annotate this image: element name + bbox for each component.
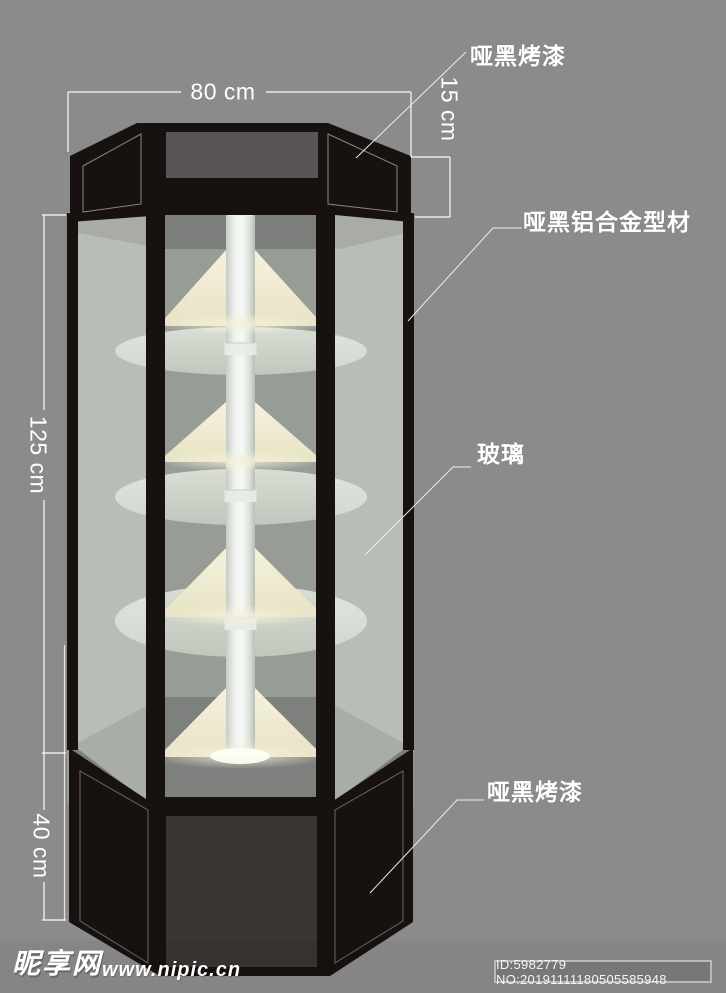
light-beam [255, 250, 324, 326]
light-beam [255, 548, 324, 617]
light-glow [158, 450, 322, 472]
cap-right-inset-line [327, 133, 398, 213]
light-beam [255, 688, 324, 757]
image-id-badge: ID:5982779 NO:20191111180505585948 [494, 957, 712, 987]
dim-line-base-height [42, 753, 66, 921]
light-glow [158, 605, 322, 627]
label-top-finish: 哑黑烤漆 [470, 43, 566, 69]
dimension-width: 80 cm [190, 78, 256, 105]
image-id-text: ID:5982779 NO:20191111180505585948 [496, 956, 667, 987]
dim-line-width [67, 91, 411, 152]
showcase-top-cap [70, 123, 411, 222]
pole-shaft [226, 212, 255, 758]
frame-post-front-right [316, 212, 335, 803]
leader-top-finish [355, 51, 467, 159]
frame-post-front-left [146, 212, 165, 803]
leader-frame-profile [407, 227, 522, 322]
label-frame-profile: 哑黑铝合金型材 [523, 209, 691, 235]
base-front-panel [166, 816, 317, 967]
dimension-glass-height: 125 cm [25, 415, 52, 495]
base-left-inset-line [79, 770, 149, 964]
dimension-lines [42, 91, 451, 921]
frame-post-outer-left [67, 213, 78, 750]
showcase-base [69, 748, 413, 976]
light-beam [255, 402, 324, 462]
dim-line-cap-height [410, 92, 451, 218]
light-beam [158, 402, 226, 462]
light-beam [158, 548, 226, 617]
leader-glass [364, 466, 471, 556]
cap-left-inset-line [82, 133, 142, 213]
floor-light-spot [210, 748, 270, 764]
light-beam [158, 688, 226, 757]
glass-panel-left [78, 214, 146, 801]
leader-bottom-finish [369, 799, 484, 894]
watermark-url: www.nipic.cn [102, 959, 242, 981]
glass-panel-right [335, 214, 404, 801]
cap-front-panel [166, 132, 318, 178]
base-right-inset-line [334, 770, 404, 964]
frame-post-outer-right [403, 213, 414, 750]
pole-joint-2 [224, 490, 257, 502]
watermark-logo: 昵享网 [12, 948, 103, 979]
center-pole [224, 209, 257, 758]
dimension-base-height: 40 cm [28, 813, 55, 879]
showcase-interior [67, 209, 414, 803]
spotlight-beams [148, 250, 332, 769]
label-bottom-finish: 哑黑烤漆 [487, 779, 583, 805]
leader-lines [355, 51, 522, 894]
watermark-strip [0, 941, 726, 993]
label-glass: 玻璃 [477, 441, 525, 467]
dim-line-glass-height [42, 214, 66, 754]
pole-joint-1 [224, 343, 257, 355]
light-beam [158, 250, 226, 326]
dimension-cap-height: 15 cm [436, 76, 463, 142]
light-glow [158, 313, 322, 335]
